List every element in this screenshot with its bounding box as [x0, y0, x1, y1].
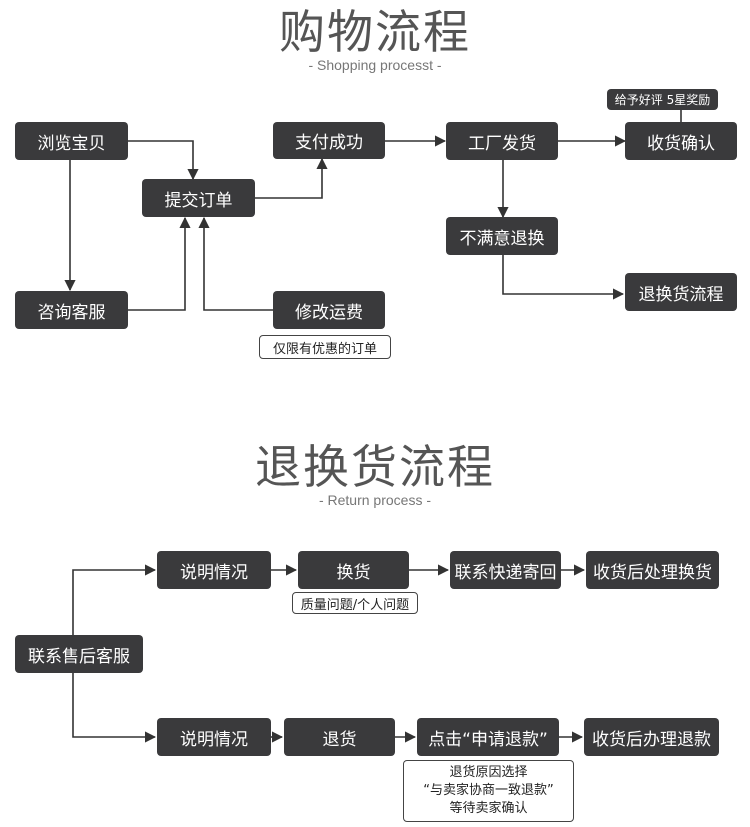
- shopping-subtitle: - Shopping processt -: [308, 57, 442, 73]
- node-unsatisfied-return: 不满意退换: [446, 217, 558, 255]
- node-modify-shipping: 修改运费: [273, 291, 385, 329]
- connector-modify-submit: [198, 216, 273, 311]
- return-subtitle: - Return process -: [318, 492, 432, 508]
- note-refund-line-1: 退货原因选择: [449, 765, 528, 780]
- return-title: 退换货流程: [255, 440, 495, 494]
- connector-contact-explain-bottom: [72, 673, 157, 743]
- connector-browse-submit: [128, 140, 199, 181]
- node-apply-refund: 点击“申请退款”: [417, 718, 559, 756]
- note-refund-line-2: “与卖家协商一致退款”: [423, 783, 554, 798]
- node-factory-ship: 工厂发货: [446, 122, 558, 160]
- shopping-title: 购物流程: [279, 5, 471, 59]
- node-explain-top: 说明情况: [157, 551, 271, 589]
- node-receipt-confirm: 收货确认: [625, 122, 737, 160]
- node-submit-order: 提交订单: [142, 179, 255, 217]
- node-explain-bottom: 说明情况: [157, 718, 271, 756]
- node-refund: 退货: [284, 718, 395, 756]
- node-payment-success: 支付成功: [273, 122, 385, 159]
- note-refund-steps: 退货原因选择 “与卖家协商一致退款” 等待卖家确认: [403, 760, 574, 822]
- connector-submit-pay: [255, 157, 328, 199]
- node-contact-service: 联系售后客服: [15, 635, 143, 673]
- note-five-star-review: 给予好评 5星奖励: [607, 89, 718, 110]
- node-after-refund: 收货后办理退款: [584, 718, 719, 756]
- connector-unsatisfied-return: [502, 255, 625, 300]
- note-quality-personal: 质量问题/个人问题: [292, 592, 418, 614]
- note-refund-line-3: 等待卖家确认: [449, 801, 528, 816]
- note-coupon-only: 仅限有优惠的订单: [259, 335, 391, 359]
- connector-contact-explain-top: [72, 564, 157, 635]
- connector-consult-submit: [128, 216, 191, 311]
- node-consult: 咨询客服: [15, 291, 128, 329]
- node-browse: 浏览宝贝: [15, 122, 128, 160]
- node-express-return: 联系快递寄回: [450, 551, 561, 589]
- node-return-flow: 退换货流程: [625, 273, 737, 311]
- node-after-exchange: 收货后处理换货: [586, 551, 719, 589]
- node-exchange: 换货: [298, 551, 409, 589]
